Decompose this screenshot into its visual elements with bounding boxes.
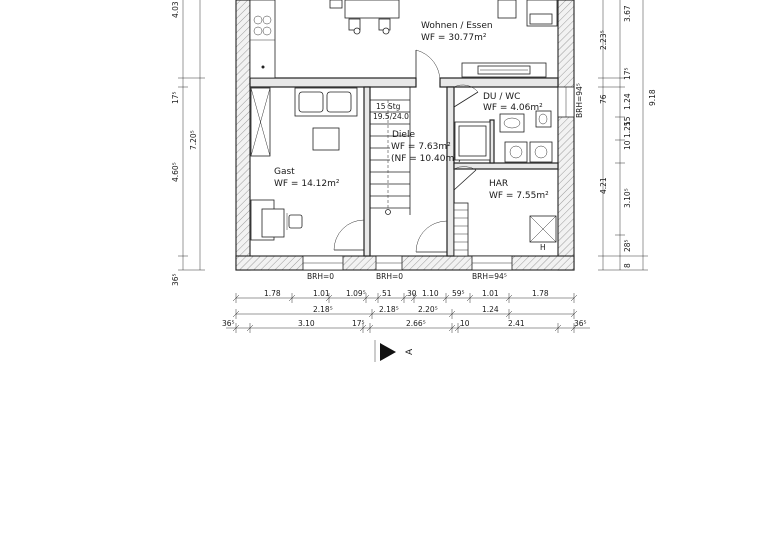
room-label-diele: Diele bbox=[392, 130, 415, 140]
shelving bbox=[453, 202, 469, 257]
door-entrance bbox=[415, 220, 448, 253]
bed bbox=[294, 87, 358, 117]
svg-text:1.24: 1.24 bbox=[482, 305, 499, 314]
room-nf-diele: (NF = 10.40m²) bbox=[391, 154, 461, 164]
stairs-count: 15 Stg bbox=[376, 102, 401, 111]
svg-text:3.10: 3.10 bbox=[298, 319, 315, 328]
svg-text:15: 15 bbox=[623, 116, 632, 126]
brh-right: BRH=94⁵ bbox=[472, 272, 507, 281]
svg-text:3.10⁵: 3.10⁵ bbox=[623, 188, 632, 208]
room-area-diele: WF = 7.63m² bbox=[391, 142, 451, 152]
kitchen-counter bbox=[249, 0, 276, 79]
svg-text:4.21: 4.21 bbox=[599, 177, 608, 194]
svg-text:2.66⁵: 2.66⁵ bbox=[406, 319, 426, 328]
door-gast bbox=[333, 219, 365, 251]
svg-text:9.18: 9.18 bbox=[648, 89, 657, 106]
door-duwc bbox=[453, 84, 479, 108]
svg-text:36⁵: 36⁵ bbox=[574, 319, 587, 328]
svg-text:1.25: 1.25 bbox=[623, 121, 632, 138]
svg-text:1.10: 1.10 bbox=[422, 289, 439, 298]
stairs-ratio: 19.5/24.0 bbox=[373, 112, 409, 121]
room-area-har: WF = 7.55m² bbox=[489, 191, 549, 201]
staircase bbox=[370, 87, 411, 215]
svg-text:A: A bbox=[405, 348, 415, 355]
section-marker-a: A bbox=[374, 340, 415, 362]
svg-text:51: 51 bbox=[382, 289, 392, 298]
room-label-wohnen: Wohnen / Essen bbox=[421, 21, 493, 31]
bedside-box bbox=[312, 127, 340, 151]
svg-text:1.01: 1.01 bbox=[313, 289, 330, 298]
svg-text:7.20⁵: 7.20⁵ bbox=[189, 130, 198, 150]
windows bbox=[302, 86, 575, 271]
wardrobe bbox=[250, 87, 271, 157]
svg-text:1.09⁵: 1.09⁵ bbox=[346, 289, 366, 298]
desk bbox=[250, 199, 303, 241]
dims-row3: 36⁵ 3.10 17⁵ 2.66⁵ 10 2.41 36⁵ bbox=[222, 319, 587, 328]
shower bbox=[454, 121, 491, 161]
washing-machine bbox=[504, 141, 553, 163]
svg-text:10: 10 bbox=[460, 319, 470, 328]
svg-text:1.24: 1.24 bbox=[623, 93, 632, 110]
door-har bbox=[453, 166, 477, 191]
dining-table bbox=[329, 0, 400, 35]
svg-text:3.67: 3.67 bbox=[623, 5, 632, 22]
interior-walls bbox=[249, 77, 559, 257]
svg-text:4.60⁵: 4.60⁵ bbox=[171, 162, 180, 182]
svg-text:36⁵: 36⁵ bbox=[171, 273, 180, 286]
sideboard bbox=[461, 62, 547, 78]
svg-text:1.78: 1.78 bbox=[264, 289, 281, 298]
svg-text:10: 10 bbox=[623, 140, 632, 150]
brh-left: BRH=0 bbox=[307, 272, 334, 281]
dims-row2: 2.18⁵ 2.18⁵ 2.20⁵ 1.24 bbox=[313, 305, 499, 314]
room-area-duwc: WF = 4.06m² bbox=[483, 103, 543, 113]
room-label-duwc: DU / WC bbox=[483, 92, 520, 102]
brh-mid: BRH=0 bbox=[376, 272, 403, 281]
dims-row1: 1.78 1.01 1.09⁵ 51 30 1.10 59⁵ 1.01 1.78 bbox=[264, 289, 549, 298]
room-area-wohnen: WF = 30.77m² bbox=[421, 33, 487, 43]
brh-side: BRH=94⁵ bbox=[575, 83, 584, 118]
room-label-har: HAR bbox=[489, 179, 508, 189]
dimension-lines-bottom bbox=[226, 293, 590, 333]
svg-text:36⁵: 36⁵ bbox=[222, 319, 235, 328]
svg-text:2.18⁵: 2.18⁵ bbox=[313, 305, 333, 314]
svg-text:H: H bbox=[540, 243, 546, 252]
toilet bbox=[535, 110, 552, 128]
room-label-gast: Gast bbox=[274, 167, 295, 177]
svg-text:4.03: 4.03 bbox=[171, 1, 180, 18]
svg-text:76: 76 bbox=[599, 94, 608, 104]
svg-text:59⁵: 59⁵ bbox=[452, 289, 465, 298]
room-area-gast: WF = 14.12m² bbox=[274, 179, 340, 189]
svg-text:1.01: 1.01 bbox=[482, 289, 499, 298]
dimension-lines-right: 3.67 2.23⁵ 17⁵ 1.24 1.25 3.10⁵ 28⁵ 8 76 … bbox=[598, 0, 657, 271]
svg-text:2.23⁵: 2.23⁵ bbox=[599, 30, 608, 50]
dimension-lines-left: 4.03 17⁵ 7.20⁵ 4.60⁵ 36⁵ bbox=[171, 0, 205, 286]
svg-text:17⁵: 17⁵ bbox=[171, 91, 180, 104]
boiler: H bbox=[529, 215, 557, 252]
svg-text:2.41: 2.41 bbox=[508, 319, 525, 328]
svg-text:28⁵: 28⁵ bbox=[623, 239, 632, 252]
svg-text:1.78: 1.78 bbox=[532, 289, 549, 298]
svg-text:8: 8 bbox=[623, 263, 632, 268]
washbasin bbox=[499, 113, 525, 133]
svg-text:2.18⁵: 2.18⁵ bbox=[379, 305, 399, 314]
living-cabinet bbox=[497, 0, 558, 27]
svg-text:17⁵: 17⁵ bbox=[352, 319, 365, 328]
svg-text:2.20⁵: 2.20⁵ bbox=[418, 305, 438, 314]
svg-text:17⁵: 17⁵ bbox=[623, 67, 632, 80]
svg-text:30: 30 bbox=[407, 289, 417, 298]
door-diele-living bbox=[415, 49, 441, 83]
